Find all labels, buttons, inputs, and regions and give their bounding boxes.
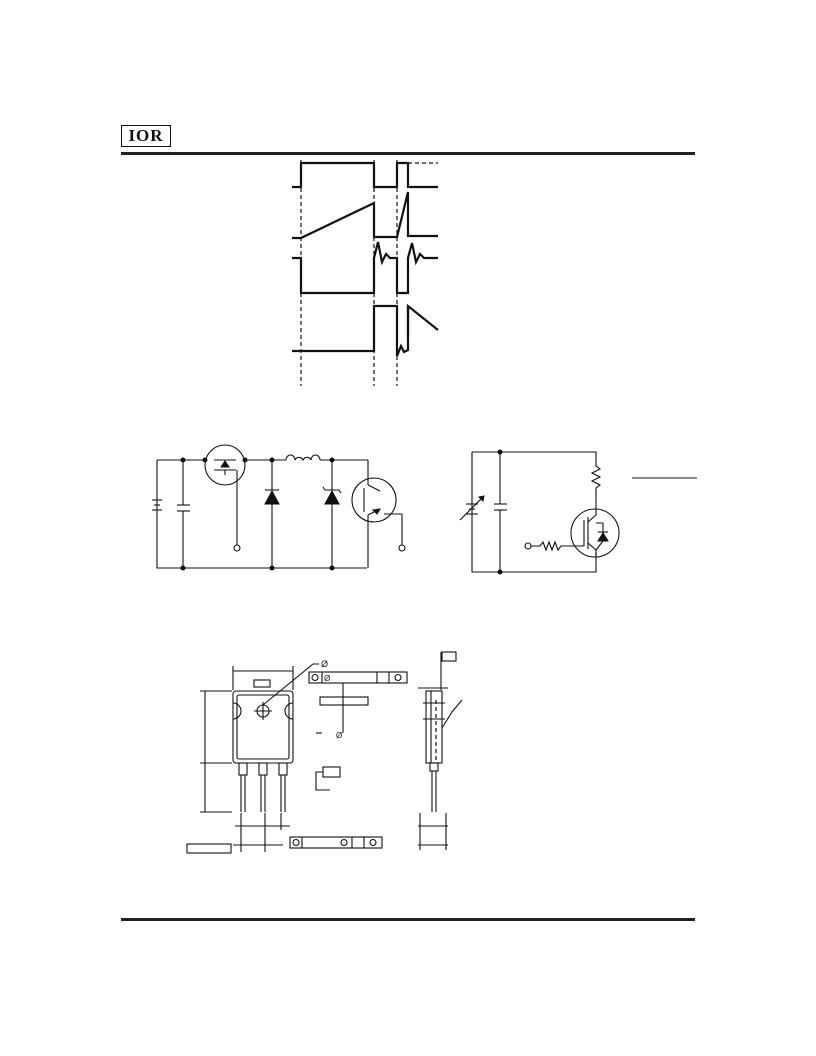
- svg-text:Ø: Ø: [336, 731, 342, 740]
- svg-text:Ø: Ø: [324, 674, 330, 683]
- svg-text:Ø: Ø: [321, 659, 328, 669]
- header-rule: [121, 152, 695, 155]
- company-logo: IOR: [121, 125, 171, 147]
- footer-rule: [121, 918, 695, 921]
